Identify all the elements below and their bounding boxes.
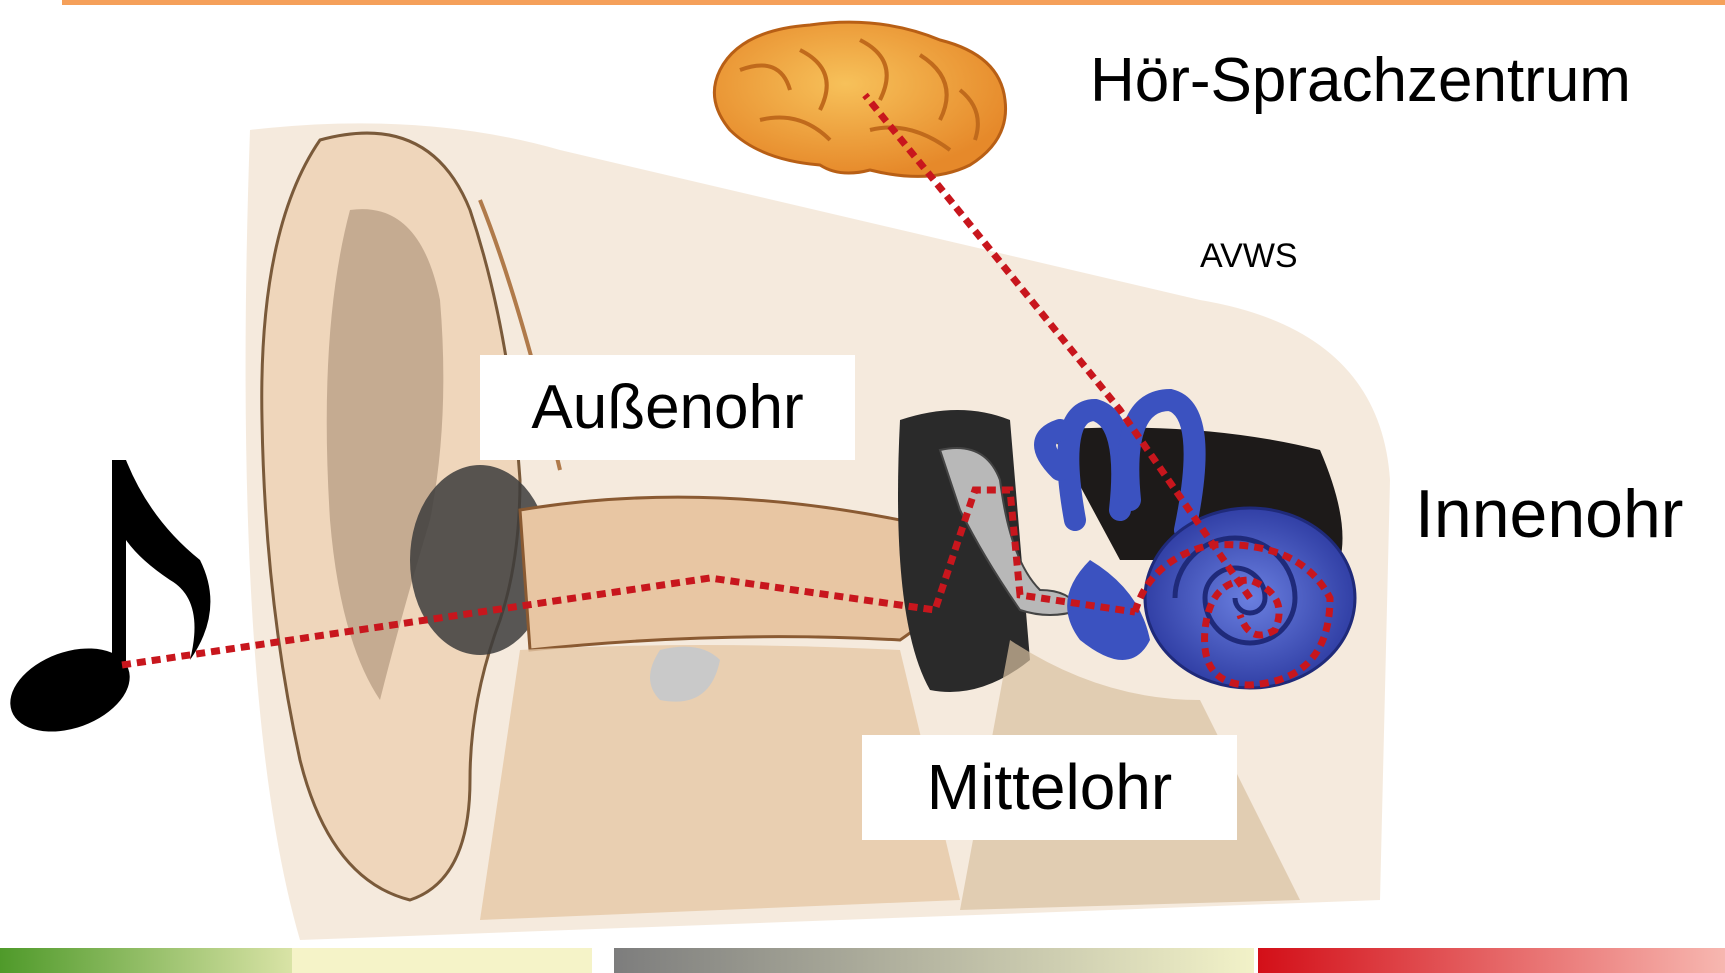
bottom-bar-green: [0, 948, 292, 973]
label-hoer-sprachzentrum: Hör-Sprachzentrum: [1090, 45, 1631, 116]
brain-icon: [714, 22, 1005, 176]
music-note-icon: [0, 460, 210, 747]
label-innenohr: Innenohr: [1415, 475, 1683, 553]
top-rule: [62, 0, 1725, 5]
bottom-bar-gray: [614, 948, 1254, 973]
bottom-bar-yellow: [292, 948, 592, 973]
label-aussenohr: Außenohr: [480, 355, 855, 460]
label-avws: AVWS: [1200, 237, 1298, 276]
ear-canal: [520, 497, 940, 650]
bottom-bar-red: [1258, 948, 1725, 973]
label-mittelohr: Mittelohr: [862, 735, 1237, 840]
